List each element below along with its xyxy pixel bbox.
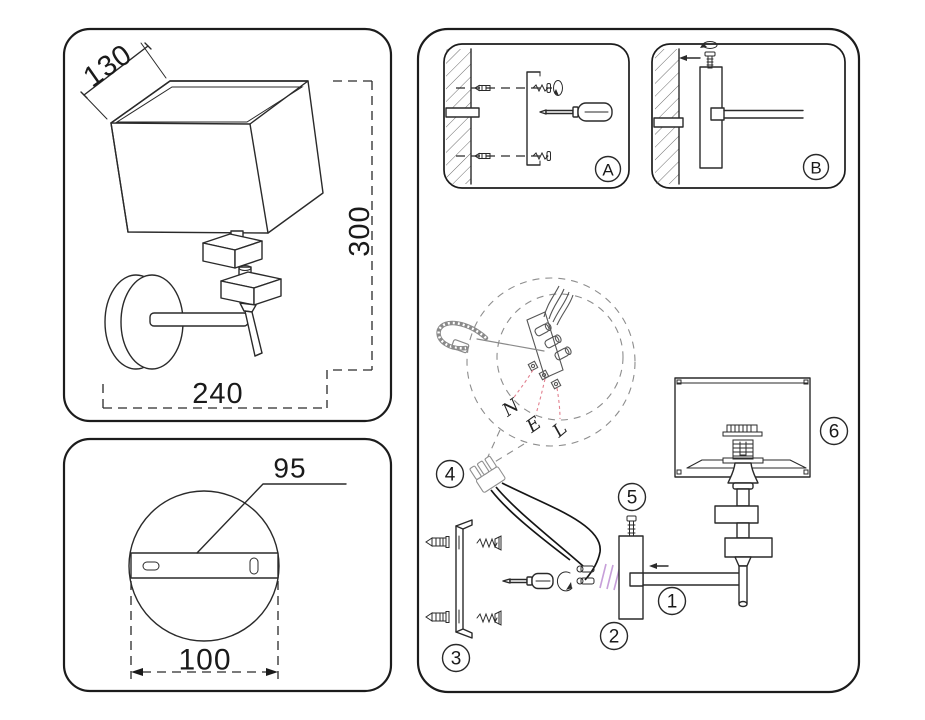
screw xyxy=(476,610,502,626)
mounting-bracket-front xyxy=(526,71,541,166)
part-1-label: 1 xyxy=(667,592,678,613)
rotate-symbol xyxy=(553,80,563,96)
step-b-label: B xyxy=(810,159,821,178)
dimension-bracket-length: 95 xyxy=(196,453,347,554)
mounting-bracket-side xyxy=(455,519,473,639)
outlet-ledge xyxy=(445,107,480,118)
mounting-slot-right xyxy=(249,557,259,575)
panel-side-view-dimensions: 130 300 240 xyxy=(62,27,393,423)
outlet-ledge xyxy=(653,117,684,128)
part-2-badge-circle xyxy=(599,621,629,651)
dim-bracket-length-label: 95 xyxy=(273,453,306,484)
dimension-plate-diameter: 100 xyxy=(130,581,279,679)
screw xyxy=(476,535,502,551)
push-arrow xyxy=(679,55,701,61)
screw-top xyxy=(704,51,716,69)
dim-total-height-label: 300 xyxy=(344,205,376,256)
part-4-connector: 4 xyxy=(435,455,601,581)
part-6-label: 6 xyxy=(829,422,840,443)
part-3-label: 3 xyxy=(451,649,462,670)
push-arrow xyxy=(649,563,669,569)
lamp-assembly: 1 xyxy=(629,377,849,616)
part-4-badge-circle xyxy=(435,459,465,489)
dim-plate-diameter-label: 100 xyxy=(178,644,231,677)
dimension-total-height: 300 xyxy=(326,80,376,408)
part-4-label: 4 xyxy=(445,465,456,486)
mounting-slot-left xyxy=(142,561,160,571)
lampshade-isometric xyxy=(110,80,324,234)
part-5-label: 5 xyxy=(627,488,638,509)
part-3-hardware: 3 xyxy=(425,519,502,673)
panel-back-plate-dimensions: 95 100 xyxy=(62,437,393,693)
stem-and-blocks xyxy=(202,230,282,313)
arm-socket xyxy=(629,572,644,587)
part-2-label: 2 xyxy=(609,627,620,648)
part-5-screw xyxy=(626,515,637,537)
rotate-symbol xyxy=(700,41,718,49)
wall-anchor xyxy=(425,536,450,548)
step-b: B xyxy=(651,41,846,189)
dim-total-width-label: 240 xyxy=(192,378,243,410)
lampshade-front xyxy=(674,377,811,478)
arm-socket xyxy=(710,107,725,121)
part-3-badge-circle xyxy=(441,643,471,673)
anchor-marks xyxy=(474,84,491,160)
wall-hatch xyxy=(655,49,679,184)
wall-plate-and-arm xyxy=(104,274,263,370)
mounting-bar xyxy=(130,552,279,579)
step-a: A xyxy=(443,43,630,189)
step-b-badge-circle xyxy=(802,153,830,181)
screw-marks xyxy=(532,83,551,161)
screwdriver-icon xyxy=(502,572,554,590)
terminal-block xyxy=(526,285,574,390)
panel-installation: A B xyxy=(416,27,861,694)
step-a-badge-circle xyxy=(594,155,622,183)
part-1-badge-circle xyxy=(657,586,687,616)
rotate-symbol xyxy=(556,571,573,592)
lamp-body xyxy=(714,462,773,608)
braided-wire xyxy=(436,320,545,354)
screwdriver-icon xyxy=(539,102,613,122)
part-6-badge-circle xyxy=(819,416,849,446)
dimension-total-width: 240 xyxy=(102,378,327,410)
part-5-badge-circle xyxy=(617,482,647,512)
step-a-label: A xyxy=(602,161,614,180)
lamp-socket xyxy=(722,424,763,460)
wall-anchor xyxy=(425,611,450,623)
